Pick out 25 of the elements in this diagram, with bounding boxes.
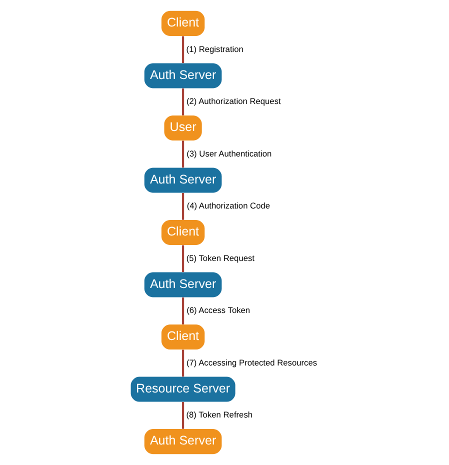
- node-box: Client: [161, 220, 205, 246]
- node-box: Client: [161, 324, 205, 350]
- connector: [182, 140, 184, 168]
- edge-label: (4) Authorization Code: [186, 200, 270, 211]
- node-box: Auth Server: [144, 272, 222, 298]
- edge-label: (1) Registration: [186, 44, 244, 54]
- edge-label: (5) Token Request: [186, 252, 255, 263]
- node-box: User: [164, 115, 202, 141]
- connector: [182, 36, 184, 64]
- node-box: Client: [161, 10, 205, 36]
- connector: [182, 245, 184, 272]
- connector: [182, 402, 184, 429]
- connector: [182, 193, 184, 220]
- node-box: Auth Server: [144, 63, 222, 88]
- edge-label: (6) Access Token: [186, 305, 250, 316]
- node-box: Auth Server: [144, 168, 222, 193]
- edge-label: (8) Token Refresh: [186, 410, 253, 420]
- edge-label: (7) Accessing Protected Resources: [186, 357, 318, 368]
- node-box: Resource Server: [130, 376, 236, 402]
- edge-label: (3) User Authentication: [186, 148, 272, 158]
- connector: [182, 88, 184, 116]
- connector: [182, 298, 184, 324]
- edge-label: (2) Authorization Request: [186, 96, 281, 106]
- node-box: Auth Server: [144, 428, 222, 454]
- connector: [182, 350, 184, 377]
